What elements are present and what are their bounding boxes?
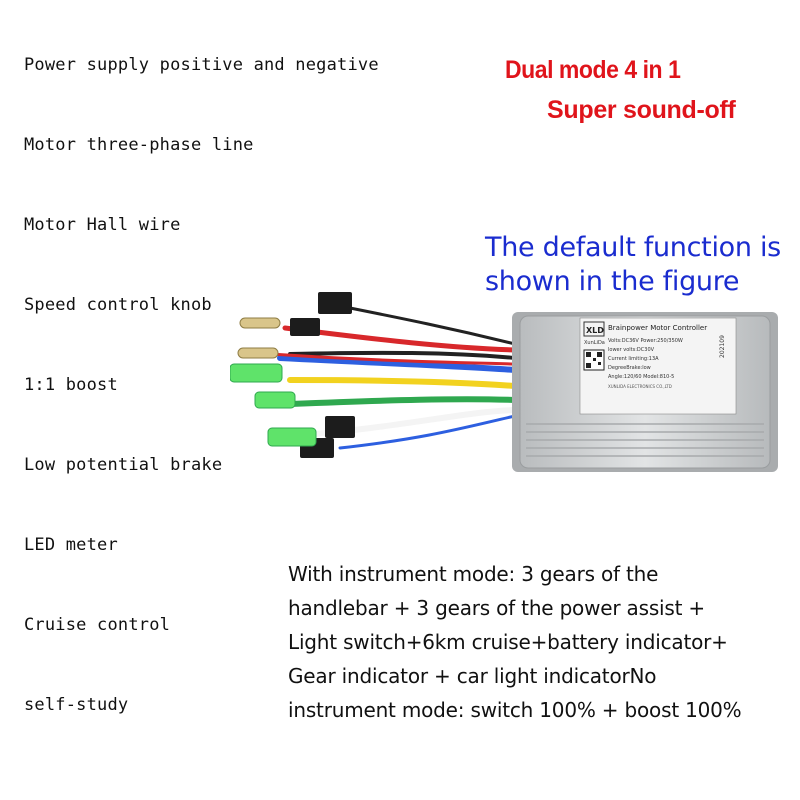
wire-yellow [287,377,518,389]
green-connector-2 [254,391,296,409]
description-line-2: handlebar + 3 gears of the power assist … [288,596,705,620]
brand-sub: XunLiDa [584,340,605,346]
qr-code-icon [583,349,605,371]
label-title: Brainpower Motor Controller [608,324,707,332]
label-spec-5: Angle:120/60 Model:810-5 [608,374,674,380]
green-connector-1 [230,363,283,383]
feature-boost: 1:1 boost [24,375,118,395]
feature-low-potential-brake: Low potential brake [24,455,223,475]
default-function-note-line1: The default function is [485,232,781,263]
wire-green [287,396,518,407]
bullet-connectors [237,317,281,359]
green-connectors [230,363,317,447]
feature-cruise-control: Cruise control [24,615,171,635]
description-line-3: Light switch+6km cruise+battery indicato… [288,630,728,654]
label-spec-1: Volts:DC36V Power:250/350W [608,338,683,344]
label-maker: XUNLIDA ELECTRONICS CO.,LTD [608,384,672,389]
label-spec-3: Current limiting:13A [608,356,659,362]
product-label [579,317,737,415]
feature-motor-phase-line: Motor three-phase line [24,135,254,155]
headline-sound-off: Super sound-off [547,96,736,124]
label-spec-4: DegreeBrake:low [608,365,651,371]
wire-red-2 [268,352,517,366]
feature-speed-control-knob: Speed control knob [24,295,212,315]
feature-led-meter: LED meter [24,535,118,555]
feature-power-supply: Power supply positive and negative [24,55,379,75]
connector-black-2 [290,318,320,336]
bullet-connector-2 [237,347,279,359]
wire-blue [277,355,518,373]
feature-self-study: self-study [24,695,129,715]
motor-controller-image: XLD XunLiDa Brainpower Motor Controller … [230,292,778,472]
connector-black-1 [318,292,352,314]
brand-logo: XLD [586,326,604,335]
default-function-note-line2: shown in the figure [485,266,740,297]
wire-black-2 [348,306,517,346]
brand-logo-box [583,321,605,337]
label-spec-2: lower volts:DC30V [608,347,655,353]
label-date-code: 202109 [719,335,726,358]
controller-housing: XLD XunLiDa Brainpower Motor Controller … [512,312,778,472]
description-line-5: instrument mode: switch 100% + boost 100… [288,698,742,722]
green-connector-3 [267,427,317,447]
wire-blue-2 [338,414,517,450]
housing-fins [526,423,764,457]
headline-dual-mode: Dual mode 4 in 1 [505,56,681,84]
feature-motor-hall-wire: Motor Hall wire [24,215,181,235]
description-line-1: With instrument mode: 3 gears of the [288,562,659,586]
description-line-4: Gear indicator + car light indicatorNo [288,664,657,688]
connector-black-3 [325,416,355,438]
wire-black [288,350,517,360]
bullet-connector-1 [239,317,281,329]
